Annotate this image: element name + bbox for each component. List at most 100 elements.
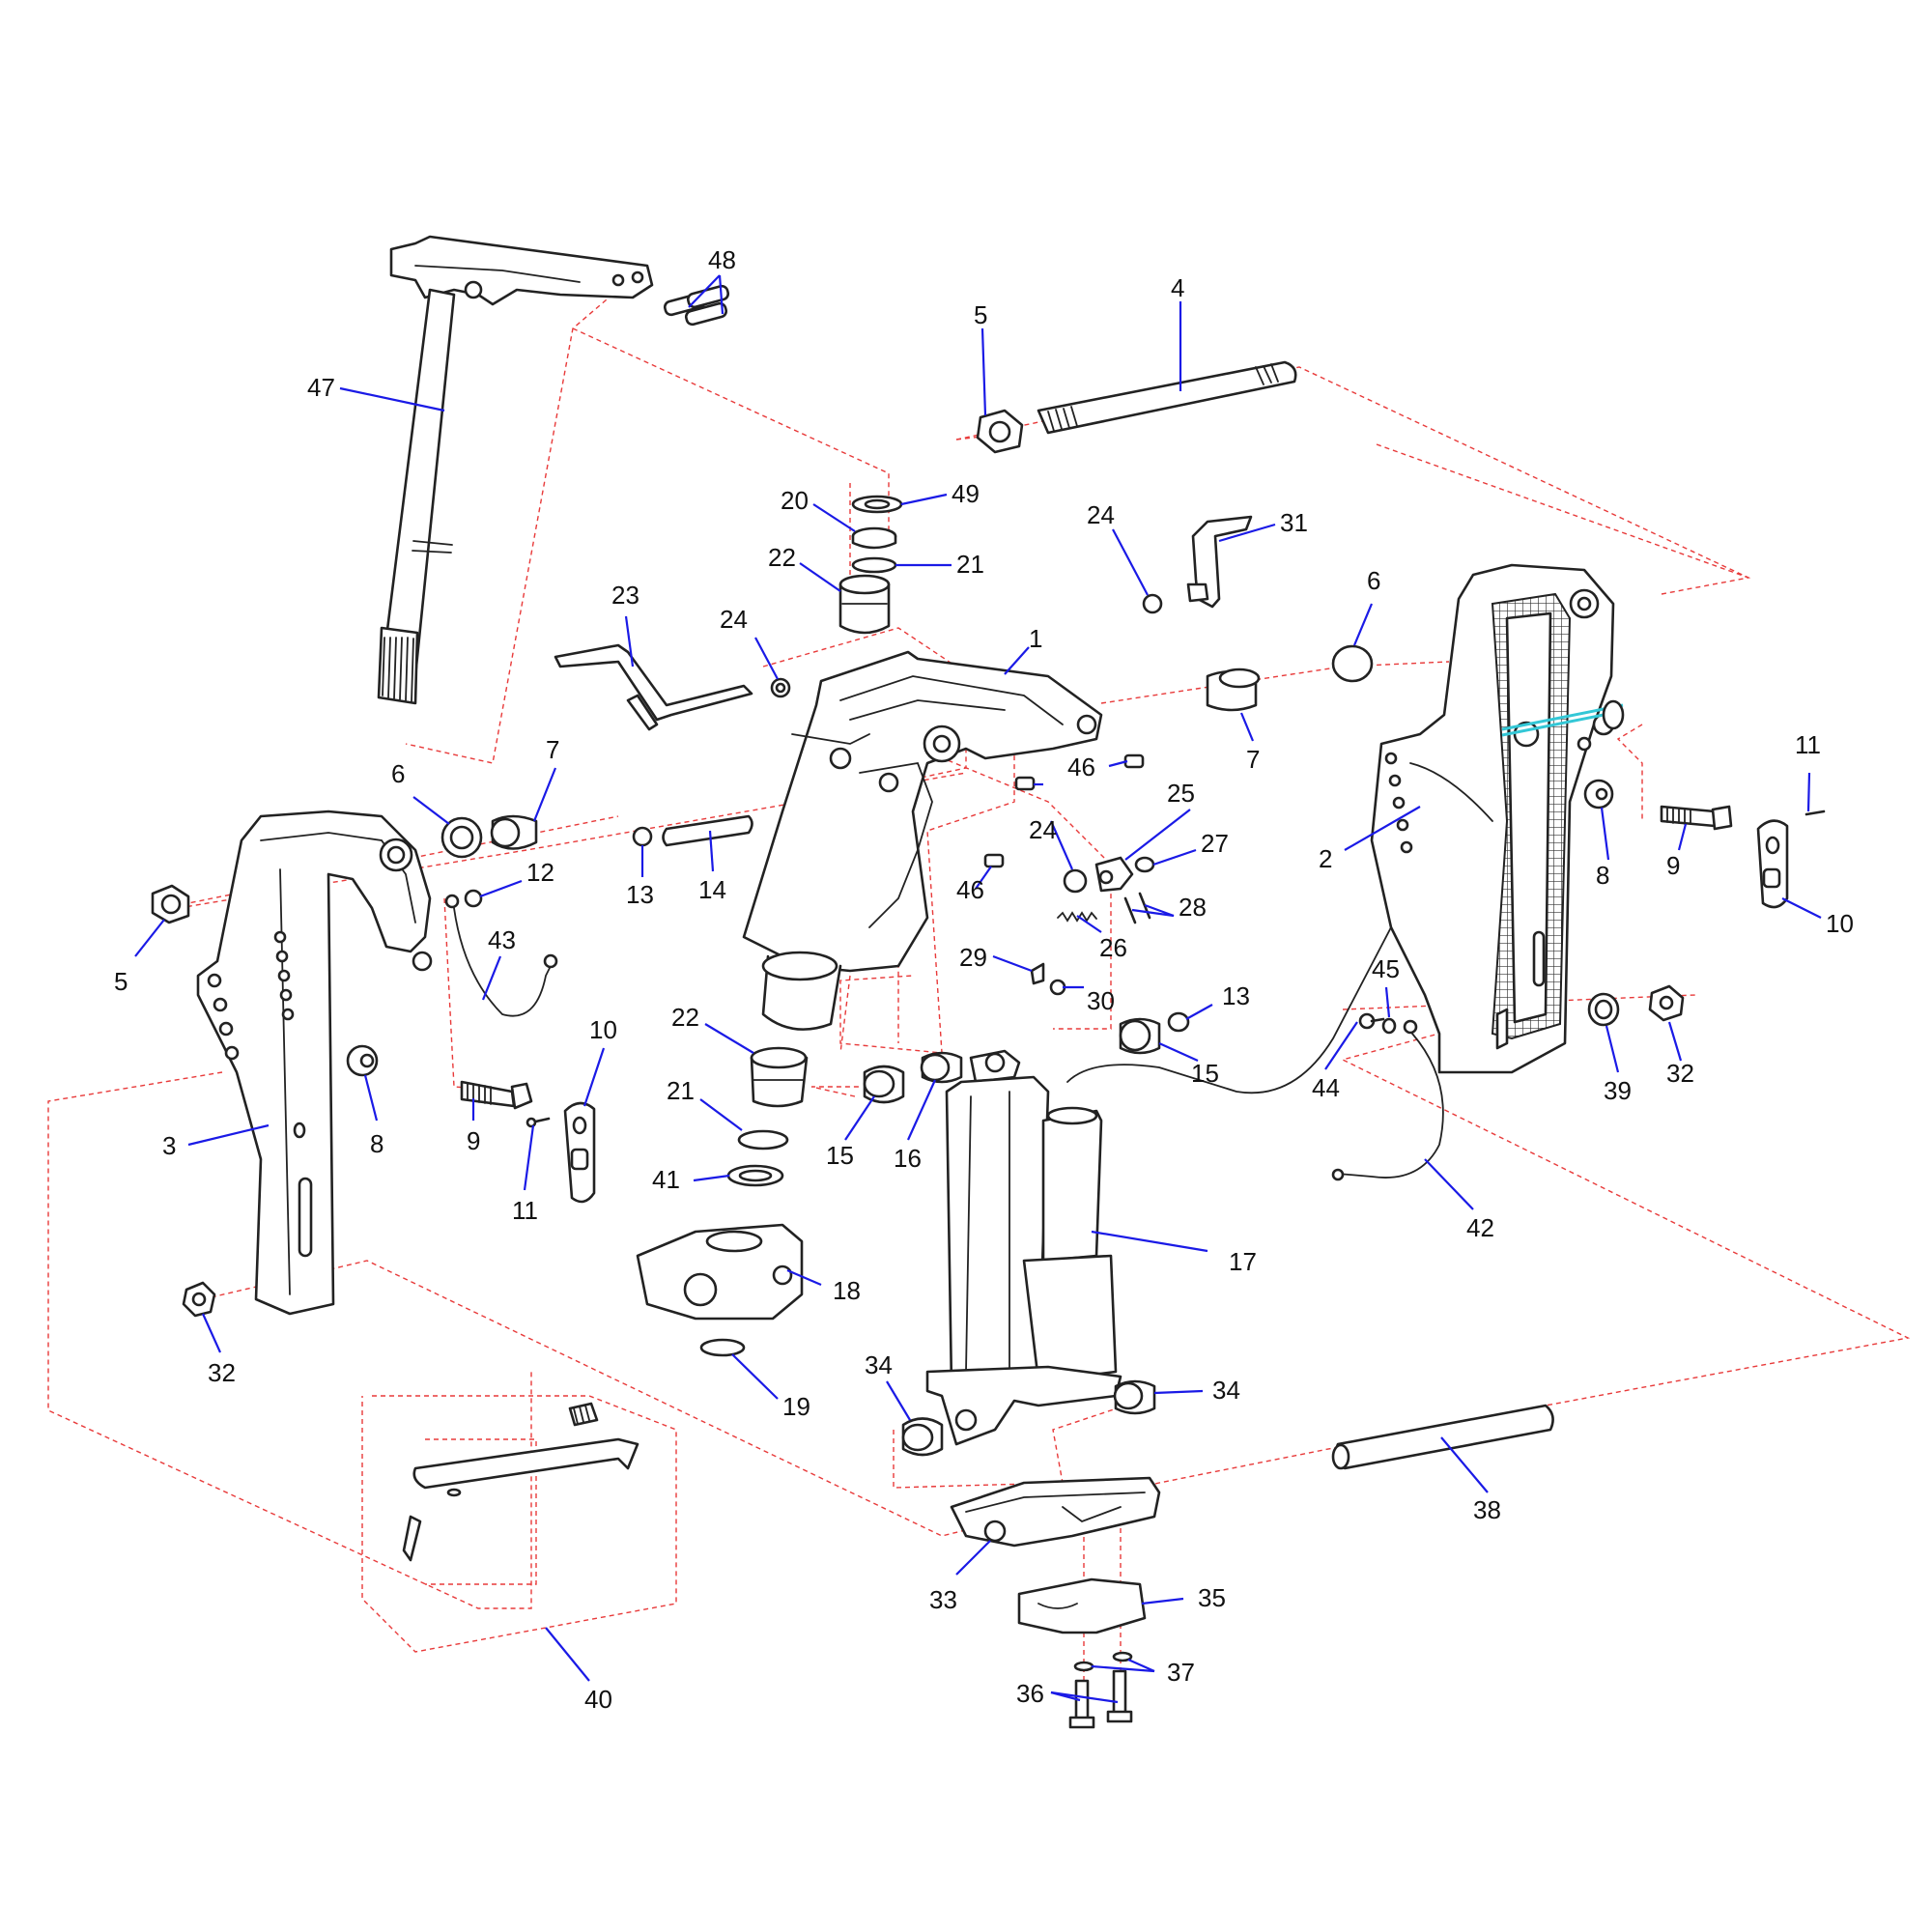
leader-46-c — [975, 866, 992, 890]
leader-2 — [1344, 806, 1421, 851]
leader-39 — [1605, 1025, 1620, 1073]
part-34-bushing-left — [901, 1417, 944, 1457]
callout-9-right: 9 — [1666, 851, 1680, 880]
leader-10-left — [582, 1047, 606, 1107]
part-11-pin-left — [526, 1117, 551, 1128]
callout-22-top: 22 — [768, 543, 796, 572]
part-24-grease-fitting-left — [770, 677, 791, 698]
callout-36: 36 — [1016, 1679, 1044, 1708]
leader-48b — [718, 274, 724, 315]
leader-48a — [688, 274, 721, 308]
leader-6-left — [412, 796, 450, 825]
callout-16: 16 — [894, 1144, 922, 1173]
leader-1 — [1004, 646, 1030, 675]
callout-14: 14 — [698, 875, 726, 904]
leader-8-left — [363, 1074, 379, 1122]
leader-29 — [992, 954, 1033, 973]
callout-27: 27 — [1201, 829, 1229, 858]
callout-10-left: 10 — [589, 1015, 617, 1044]
part-28-pins — [1123, 892, 1151, 924]
leader-31 — [1218, 523, 1276, 543]
part-31-lever — [1186, 515, 1253, 609]
leader-5-top — [980, 327, 987, 416]
callout-28: 28 — [1179, 893, 1207, 922]
callout-13-center: 13 — [626, 880, 654, 909]
part-22-bushing-lower — [750, 1046, 809, 1108]
dash-cylinder-path — [762, 627, 1015, 1054]
callout-33: 33 — [929, 1585, 957, 1614]
leader-41 — [693, 1174, 730, 1182]
callout-20: 20 — [781, 486, 809, 515]
dash-steering-arm-right — [572, 327, 890, 541]
callout-10-right: 10 — [1826, 909, 1854, 938]
part-5-nut-top — [976, 409, 1024, 454]
leader-28a — [1131, 908, 1175, 918]
part-27-oring — [1134, 856, 1155, 873]
part-21-oring-top — [851, 556, 897, 574]
leader-32-left — [201, 1313, 222, 1353]
leader-24-left — [754, 637, 779, 680]
leader-7-left — [532, 767, 557, 822]
leader-37a — [1091, 1664, 1155, 1673]
parts-drawings — [151, 235, 1826, 1729]
part-49-washer — [851, 495, 903, 514]
part-15-bushing-center — [863, 1065, 905, 1104]
part-41-washer — [726, 1164, 784, 1187]
callout-49: 49 — [952, 479, 980, 508]
callout-15-center: 15 — [826, 1141, 854, 1170]
callout-48: 48 — [708, 245, 736, 274]
callout-41: 41 — [652, 1165, 680, 1194]
leader-23 — [624, 615, 635, 668]
part-47-steering-shaft — [377, 235, 654, 705]
part-2-right-clamp-bracket — [1370, 563, 1625, 1074]
leader-11-left — [523, 1124, 535, 1191]
callout-46-b: 46 — [956, 875, 984, 904]
part-45-washer — [1381, 1017, 1397, 1035]
part-43-ground-wire — [444, 894, 558, 1017]
leader-16 — [906, 1079, 937, 1141]
callout-43: 43 — [488, 925, 516, 954]
leader-34-left — [886, 1380, 911, 1421]
callout-7-right: 7 — [1246, 745, 1260, 774]
leader-lines — [134, 274, 1822, 1704]
callout-39: 39 — [1604, 1076, 1632, 1105]
callout-29: 29 — [959, 943, 987, 972]
callout-38: 38 — [1473, 1495, 1501, 1524]
callout-32-right: 32 — [1666, 1059, 1694, 1088]
dash-kit-40-box — [361, 1395, 677, 1653]
part-32-nut-left — [182, 1281, 216, 1318]
leader-44 — [1324, 1021, 1358, 1070]
leader-28b — [1144, 903, 1175, 918]
leader-6-right — [1352, 603, 1374, 646]
callout-34-left: 34 — [865, 1350, 893, 1379]
callout-15-right: 15 — [1191, 1059, 1219, 1088]
callout-35: 35 — [1198, 1583, 1226, 1612]
callout-11-right: 11 — [1795, 730, 1821, 759]
leader-38 — [1440, 1436, 1489, 1493]
part-25-bushing — [1094, 856, 1134, 893]
dash-pivot-lower — [810, 1086, 860, 1097]
callout-23: 23 — [611, 581, 639, 610]
leader-26 — [1076, 915, 1102, 933]
part-4-tilt-tube — [1037, 360, 1297, 435]
callout-17: 17 — [1229, 1247, 1257, 1276]
part-29-clip — [1030, 962, 1045, 985]
part-46-bolt-c — [983, 853, 1005, 868]
part-8-bushing-right — [1583, 779, 1614, 810]
callout-44: 44 — [1312, 1073, 1340, 1102]
callout-5-left: 5 — [114, 967, 128, 996]
leader-24-top — [1112, 528, 1149, 596]
callout-21-lower: 21 — [667, 1076, 695, 1105]
callout-42: 42 — [1466, 1213, 1494, 1242]
part-9-clamp-screw-left — [460, 1080, 533, 1110]
part-1-swivel-bracket — [742, 650, 1103, 1031]
part-24-fitting-center — [1063, 868, 1088, 894]
callout-11-left: 11 — [512, 1196, 538, 1225]
callout-5-top: 5 — [974, 300, 987, 329]
part-34-bushing-right — [1113, 1379, 1156, 1415]
leader-46-b — [1108, 759, 1128, 768]
leader-34-right — [1153, 1389, 1204, 1395]
dash-kit-40-inner — [425, 1438, 537, 1585]
part-44-screw — [1358, 1012, 1385, 1030]
